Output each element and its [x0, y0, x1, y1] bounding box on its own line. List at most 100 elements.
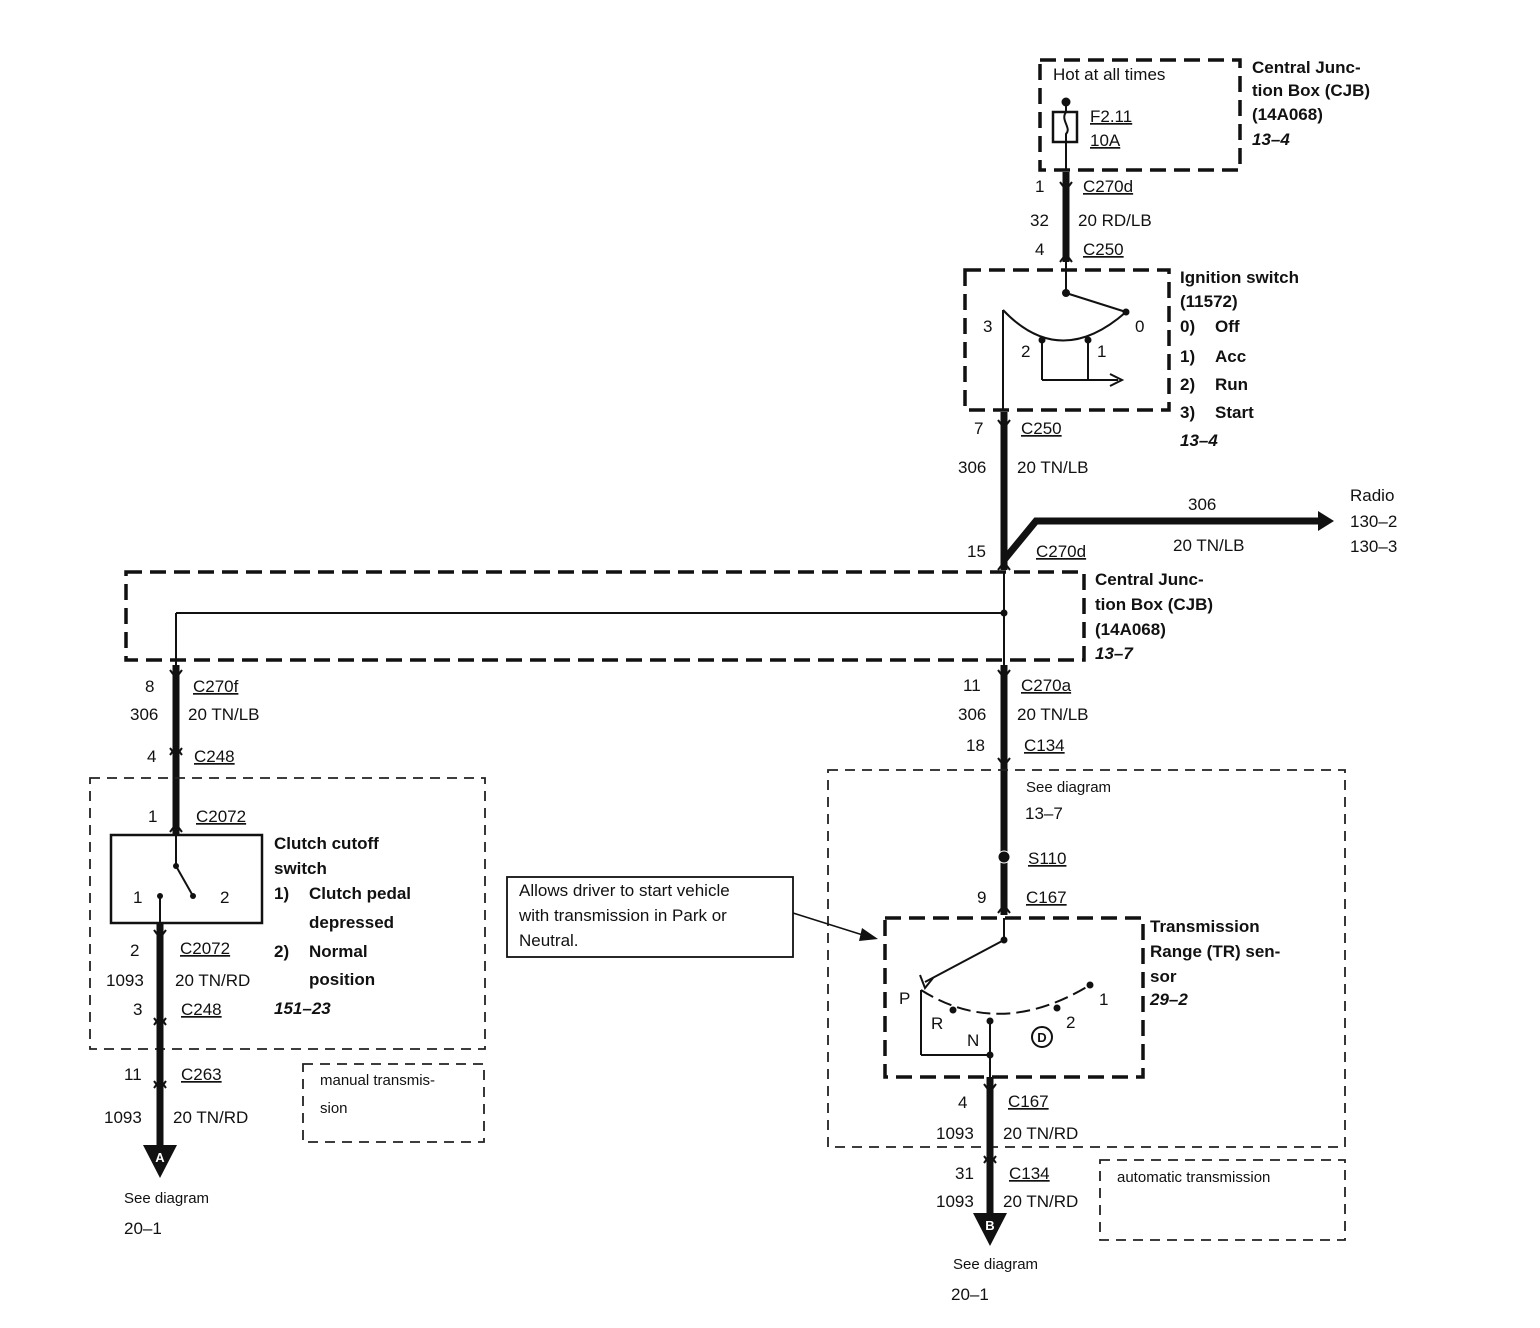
tr-title: Transmission	[1150, 917, 1260, 936]
cjb-box-2: Central Junc- tion Box (CJB) (14A068) 13…	[124, 570, 1213, 665]
manual-note-line: manual transmis-	[320, 1072, 435, 1089]
ignition-ref: 13–4	[1180, 431, 1218, 450]
connector-label: C167	[1008, 1092, 1049, 1111]
hot-at-all-times-label: Hot at all times	[1053, 65, 1165, 84]
connector-label: C270d	[1036, 542, 1086, 561]
callout-line: with transmission in Park or	[518, 906, 727, 925]
pin-label: 8	[145, 677, 154, 696]
position-num: 3)	[1180, 403, 1195, 422]
arrow-icon	[859, 928, 878, 941]
tr-position-label: P	[899, 989, 910, 1008]
position-name: Acc	[1215, 347, 1246, 366]
position-name: Clutch pedal	[309, 884, 411, 903]
callout-box	[506, 876, 794, 958]
tr-position-label: N	[967, 1031, 979, 1050]
terminal-label: 2	[220, 888, 229, 907]
left-lower-wire: 2 C2072 1093 20 TN/RD 3 C248 11 C263 109…	[104, 923, 250, 1238]
position-name: position	[309, 970, 375, 989]
pin-label: 11	[963, 676, 981, 695]
wire-spec: 20 TN/RD	[175, 971, 250, 990]
wire-spec: 20 TN/RD	[1003, 1192, 1078, 1211]
arrow-letter: B	[985, 1218, 994, 1233]
wire-32: 1 C270d 32 20 RD/LB 4 C250	[1030, 172, 1152, 263]
pin-label: 15	[967, 542, 986, 561]
arrow-right-icon	[1109, 373, 1125, 387]
cjb-ref: 13–4	[1252, 130, 1290, 149]
manual-note-line: sion	[320, 1100, 348, 1117]
connector-label: C250	[1083, 240, 1124, 259]
position-name: Run	[1215, 375, 1248, 394]
pin-label: 4	[147, 747, 156, 766]
wire-spec: 20 TN/RD	[1003, 1124, 1078, 1143]
see-diagram-ref: 20–1	[951, 1285, 989, 1304]
clutch-title: switch	[274, 859, 327, 878]
connector-label: C270f	[193, 677, 239, 696]
connector-label: C2072	[196, 807, 246, 826]
circuit-number: 1093	[936, 1192, 974, 1211]
wire-spec: 20 TN/LB	[1017, 458, 1089, 477]
connector-label: C134	[1009, 1164, 1050, 1183]
cjb-title-line-3: (14A068)	[1252, 105, 1323, 124]
clutch-cutoff-switch: 1 2 Clutch cutoff switch 1) Clutch pedal…	[109, 833, 411, 1018]
manual-note-outline	[302, 1063, 485, 1143]
connector-chevron-icon	[1059, 181, 1073, 192]
clutch-ref: 151–23	[274, 999, 331, 1018]
tr-sensor: P R N D 2 1 Transmission Range (TR) sen-…	[883, 916, 1280, 1079]
circuit-number: 306	[130, 705, 158, 724]
see-diagram-label: See diagram	[124, 1190, 209, 1207]
position-num: 0)	[1180, 317, 1195, 336]
tr-position-label: D	[1037, 1030, 1046, 1045]
ignition-switch: 3 0 2 1 Ignition switch (11572) 0) Off 1…	[963, 262, 1299, 450]
circuit-number: 306	[1188, 495, 1216, 514]
see-diagram-ref: 13–7	[1025, 804, 1063, 823]
tr-title: Range (TR) sen-	[1150, 942, 1280, 961]
wire-spec: 20 TN/LB	[1017, 705, 1089, 724]
manual-transmission-note: manual transmis- sion	[302, 1063, 485, 1143]
tr-sensor-outline	[883, 916, 1145, 1079]
see-diagram-label: See diagram	[953, 1256, 1038, 1273]
wire-306-main: 7 C250 306 20 TN/LB 15 C270d	[958, 412, 1089, 571]
see-diagram-ref: 20–1	[124, 1219, 162, 1238]
ignition-arc	[1002, 309, 1127, 342]
radio-ref: 130–2	[1350, 512, 1397, 531]
callout-leader	[792, 912, 867, 937]
splice-label: S110	[1028, 849, 1066, 868]
wire-spec: 20 RD/LB	[1078, 211, 1152, 230]
radio-destination: Radio	[1350, 486, 1394, 505]
fuse-id: F2.11	[1090, 107, 1132, 126]
see-diagram-label: See diagram	[1026, 779, 1111, 796]
pin-label: 4	[958, 1093, 967, 1112]
terminal-label: 0	[1135, 317, 1144, 336]
auto-note-outline	[1099, 1159, 1346, 1241]
left-branch-wire: 8 C270f 306 20 TN/LB 4 C248 1 C2072	[130, 665, 260, 835]
connector-label: C2072	[180, 939, 230, 958]
position-name: depressed	[309, 913, 394, 932]
position-name: Off	[1215, 317, 1240, 336]
cjb-title-line-2: tion Box (CJB)	[1252, 81, 1370, 100]
manual-transmission-enclosure	[89, 777, 486, 1050]
pin-label: 9	[977, 888, 986, 907]
circuit-number: 306	[958, 458, 986, 477]
wire-spec: 20 TN/LB	[1173, 536, 1245, 555]
circuit-number: 32	[1030, 211, 1049, 230]
pin-label: 2	[130, 941, 139, 960]
tr-title: sor	[1150, 967, 1177, 986]
circuit-number: 306	[958, 705, 986, 724]
clutch-title: Clutch cutoff	[274, 834, 379, 853]
wire-spec: 20 TN/RD	[173, 1108, 248, 1127]
ignition-title: Ignition switch	[1180, 268, 1299, 287]
drive-position-circle	[1031, 1026, 1053, 1048]
automatic-transmission-enclosure	[827, 769, 1346, 1148]
pin-label: 31	[955, 1164, 974, 1183]
tr-position-label: R	[931, 1014, 943, 1033]
position-name: Normal	[309, 942, 368, 961]
connector-label: C248	[194, 747, 235, 766]
position-num: 2)	[1180, 375, 1195, 394]
clutch-switch-arm	[175, 865, 194, 897]
cjb-2-title-line-2: tion Box (CJB)	[1095, 595, 1213, 614]
pin-label: 7	[974, 419, 983, 438]
tr-sensor-arc	[920, 984, 1091, 1015]
connector-label: C248	[181, 1000, 222, 1019]
pin-label: 1	[148, 807, 157, 826]
